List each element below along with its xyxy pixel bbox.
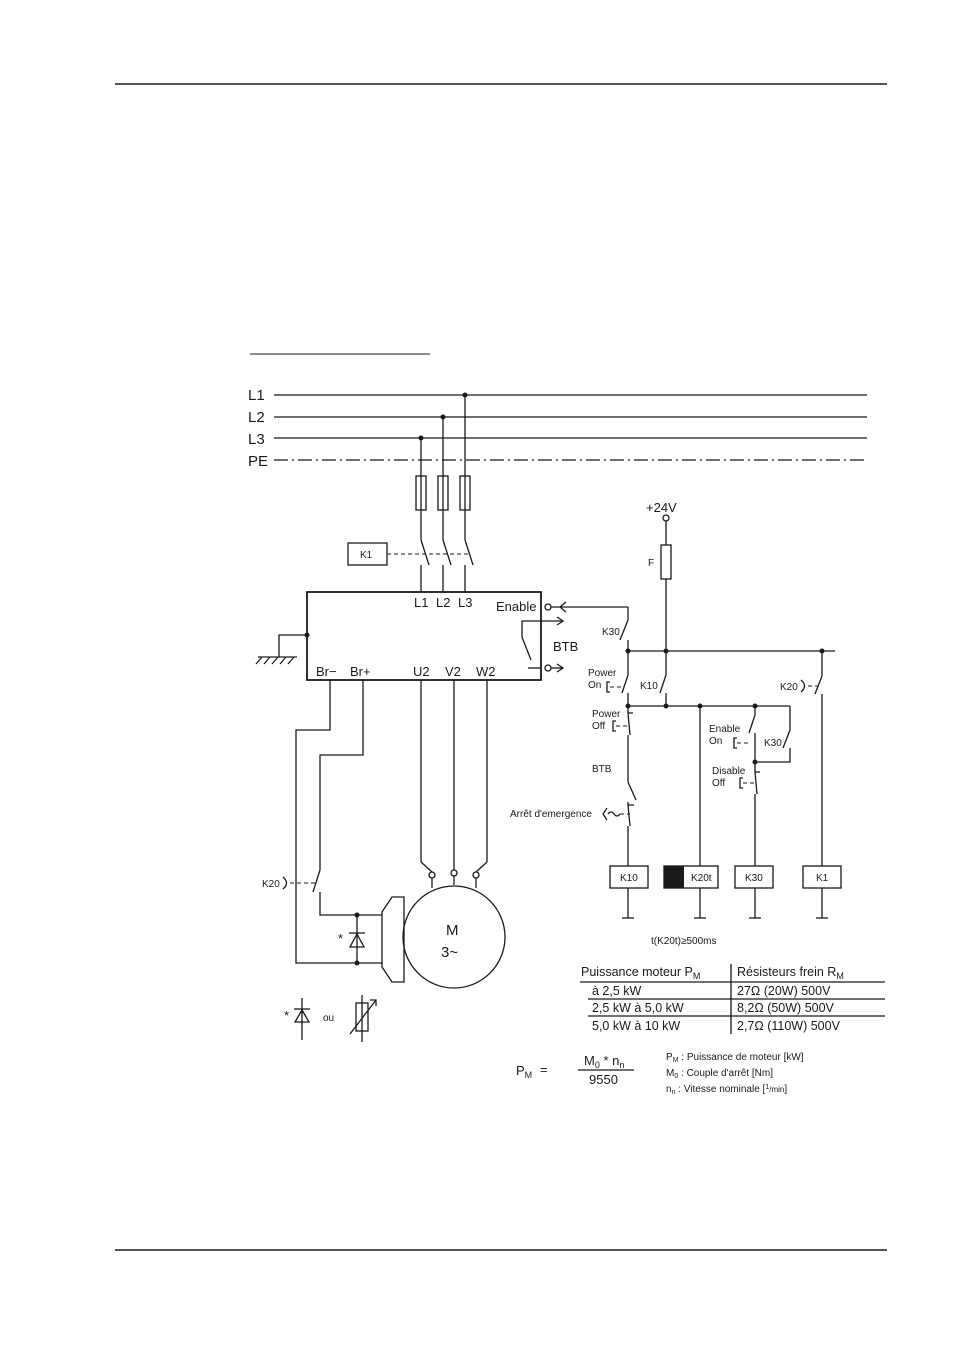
power-formula: PM = M0 * nn 9550 PM : Puissance de mote…	[516, 1052, 804, 1096]
k30-hold-label: K30	[764, 738, 782, 749]
supply-24v-label: +24V	[646, 500, 677, 515]
drive-v2: V2	[445, 664, 461, 679]
bus-l2-label: L2	[248, 409, 265, 426]
table-row-2-power: 2,5 kW à 5,0 kW	[592, 1001, 684, 1015]
disable-off-label-1: Disable	[712, 766, 746, 777]
drive-u2: U2	[413, 664, 430, 679]
formula-legend-1: PM : Puissance de moteur [kW]	[666, 1052, 804, 1064]
power-off-label-1: Power	[592, 709, 621, 720]
drive-br-plus: Br+	[350, 664, 371, 679]
formula-eq: =	[540, 1062, 548, 1077]
suppressor-alternatives: * ou	[284, 995, 377, 1042]
table-row-1-power: à 2,5 kW	[592, 984, 642, 998]
drive-btb-label: BTB	[553, 639, 578, 654]
emergency-label: Arrêt d'emergence	[510, 809, 592, 820]
motor: M 3~	[381, 885, 506, 989]
diode-star: *	[338, 931, 343, 946]
table-row-1-resistor: 27Ω (20W) 500V	[737, 984, 831, 998]
coil-k1: K1	[816, 873, 829, 884]
k10-contact-label: K10	[640, 681, 658, 692]
enable-on-label-1: Enable	[709, 724, 741, 735]
bus-l1-label: L1	[248, 387, 265, 404]
coil-k30: K30	[745, 873, 763, 884]
formula-legend-3: nn : Vitesse nominale [1/min]	[666, 1084, 787, 1096]
table-row-3-resistor: 2,7Ω (110W) 500V	[737, 1019, 841, 1033]
power-on-label-2: On	[588, 680, 601, 691]
alt-star: *	[284, 1008, 289, 1023]
servo-drive: L1 L2 L3 Enable BTB Br− Br+ U2 V2 W2	[255, 591, 628, 681]
drive-in-l2: L2	[436, 595, 450, 610]
k20-left-label: K20	[262, 879, 280, 890]
fuses-and-k1-contacts: K1	[347, 395, 474, 592]
drive-enable-label: Enable	[496, 599, 536, 614]
enable-on-label-2: On	[709, 736, 722, 747]
formula-legend-2: M0 : Couple d'arrêt [Nm]	[666, 1068, 773, 1080]
drive-in-l1: L1	[414, 595, 428, 610]
btb-contact-label: BTB	[592, 764, 612, 775]
k1-coil-label: K1	[360, 550, 373, 561]
formula-numerator: M0 * nn	[584, 1053, 624, 1070]
motor-phase-wiring	[420, 680, 488, 888]
formula-denominator: 9550	[589, 1072, 618, 1087]
bus-l3-label: L3	[248, 431, 265, 448]
table-row-3-power: 5,0 kW à 10 kW	[592, 1019, 680, 1033]
bus-pe-label: PE	[248, 453, 268, 470]
power-on-label-1: Power	[588, 668, 617, 679]
timing-note: t(K20t)≥500ms	[651, 936, 717, 947]
drive-in-l3: L3	[458, 595, 472, 610]
fuse-f-label: F	[648, 558, 654, 569]
table-row-2-resistor: 8,2Ω (50W) 500V	[737, 1001, 835, 1015]
k20-contact-label: K20	[780, 682, 798, 693]
table-header-resistor: Résisteurs frein RM	[737, 965, 844, 981]
control-circuit: +24V F K30 Power On K10	[510, 500, 842, 947]
coil-k10: K10	[620, 873, 638, 884]
k30-contact-label: K30	[602, 627, 620, 638]
drive-w2: W2	[476, 664, 496, 679]
brake-wiring: * K20	[262, 680, 382, 966]
power-off-label-2: Off	[592, 721, 605, 732]
table-header-power: Puissance moteur PM	[581, 965, 700, 981]
power-bus: L1 L2 L3 PE	[248, 387, 867, 470]
disable-off-label-2: Off	[712, 778, 725, 789]
motor-phase-label: 3~	[441, 944, 458, 961]
motor-m-label: M	[446, 922, 459, 939]
drive-br-minus: Br−	[316, 664, 337, 679]
alt-ou: ou	[323, 1013, 334, 1024]
coil-k20t: K20t	[691, 873, 712, 884]
formula-lhs: PM	[516, 1063, 532, 1080]
brake-resistor-table: Puissance moteur PM Résisteurs frein RM …	[580, 964, 885, 1034]
